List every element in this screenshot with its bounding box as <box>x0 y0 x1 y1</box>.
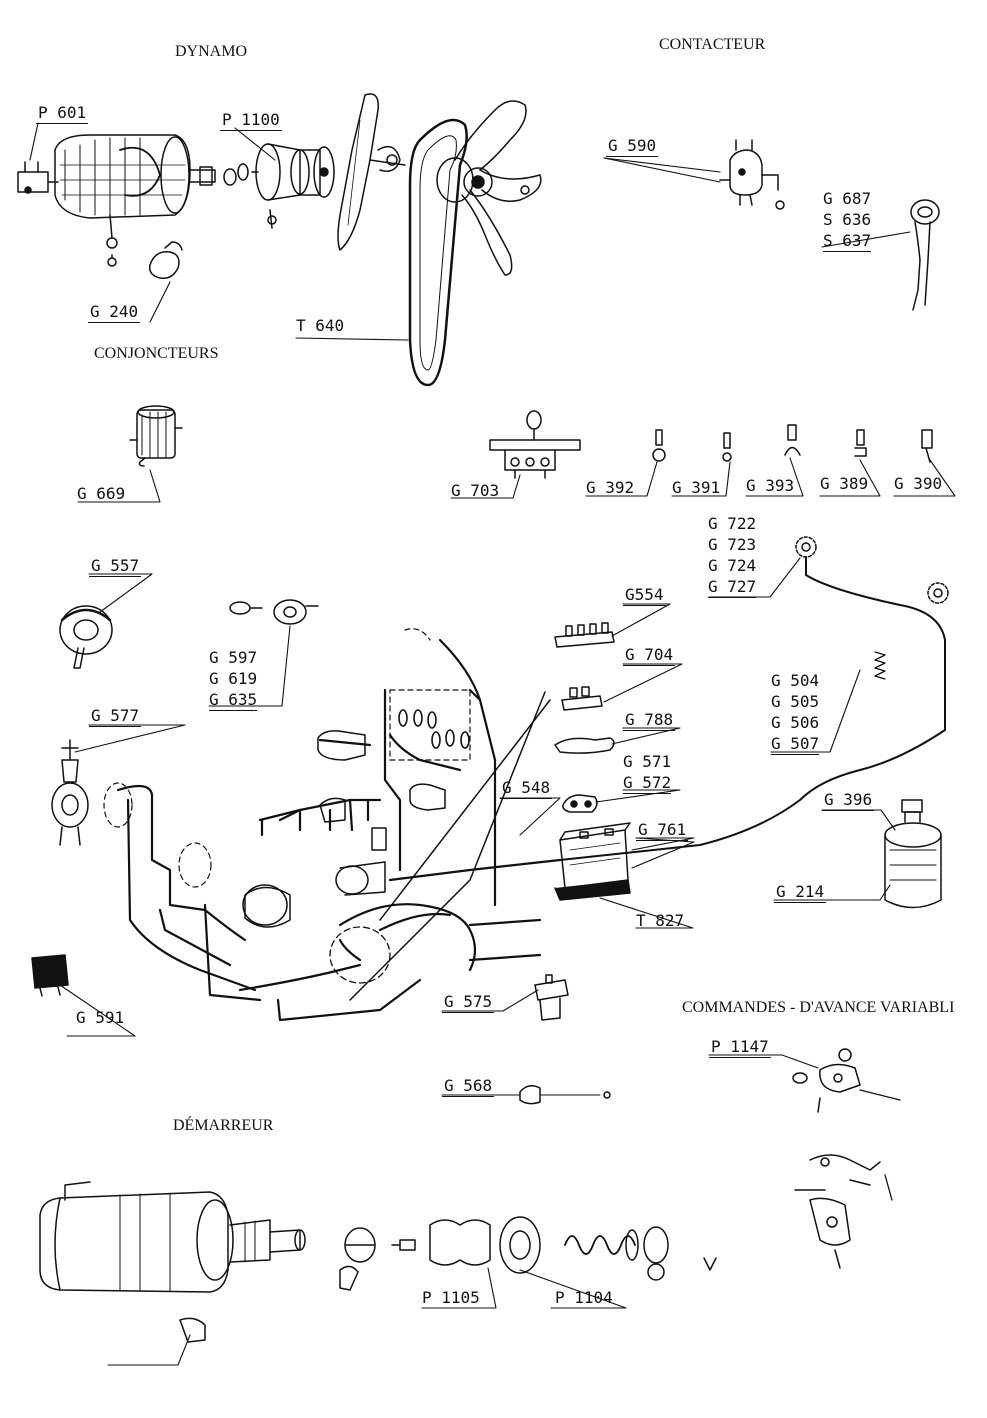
commandes-parts-drawing <box>792 1048 901 1269</box>
label-group-lamps: G 722 G 723 G 724 G 727 <box>708 513 757 598</box>
label-group-lamp-socket: G 597 G 619 G 635 <box>209 647 258 711</box>
label-p1147: P 1147 <box>709 1037 771 1058</box>
title-demarreur: DÉMARREUR <box>173 1117 274 1134</box>
label-g390: G 390 <box>894 474 943 493</box>
lamp-g568-drawing <box>519 1085 611 1105</box>
fuse-holder-g577-drawing <box>51 739 89 846</box>
label-g722: G 722 <box>708 514 757 533</box>
harness-dashed-outlines <box>103 628 471 888</box>
title-conjoncteurs: CONJONCTEURS <box>94 345 219 362</box>
label-g704: G 704 <box>623 645 676 666</box>
starter-drawing <box>39 1181 717 1343</box>
instrument-panel-drawing <box>398 709 470 749</box>
label-s636: S 636 <box>823 210 872 229</box>
lamp-socket-drawing <box>229 599 319 625</box>
title-commandes-avance-variable: COMMANDES - D'AVANCE VARIABLI <box>682 999 955 1016</box>
label-g635: G 635 <box>209 690 258 711</box>
label-g669: G 669 <box>77 484 126 503</box>
label-g214: G 214 <box>774 882 827 903</box>
label-g591: G 591 <box>76 1008 125 1027</box>
title-dynamo: DYNAMO <box>175 43 247 60</box>
label-g572: G 572 <box>623 773 672 794</box>
label-g554: G554 <box>623 585 666 606</box>
spring-g504-drawing <box>874 651 886 680</box>
label-p1105: P 1105 <box>422 1288 480 1307</box>
label-p601: P 601 <box>36 103 89 124</box>
fuse-blocks-drawing <box>554 622 615 813</box>
label-g507: G 507 <box>771 734 820 755</box>
terminal-block-drawing <box>489 410 933 479</box>
dynamo-drawing <box>17 134 335 280</box>
label-g240: G 240 <box>88 302 141 323</box>
switch-g575-drawing <box>534 974 569 1021</box>
fan-belt-drawing <box>337 93 542 387</box>
label-g687: G 687 <box>823 189 872 208</box>
label-group-g571: G 571 G 572 <box>623 751 672 794</box>
label-g506: G 506 <box>771 713 820 732</box>
label-group-key-switch: G 687 S 636 S 637 <box>823 188 872 252</box>
label-g727: G 727 <box>708 577 757 598</box>
contacteur-drawing <box>719 139 940 311</box>
coil-drawing <box>884 799 942 909</box>
label-g724: G 724 <box>708 556 757 575</box>
label-group-springs: G 504 G 505 G 506 G 507 <box>771 670 820 755</box>
label-g391: G 391 <box>672 478 721 497</box>
label-g597: G 597 <box>209 648 258 667</box>
label-g788: G 788 <box>623 710 676 731</box>
label-p1104: P 1104 <box>555 1288 613 1307</box>
label-t827: T 827 <box>636 911 685 930</box>
label-g389: G 389 <box>820 474 869 493</box>
label-s637: S 637 <box>823 231 872 252</box>
label-g571: G 571 <box>623 752 672 771</box>
label-g703: G 703 <box>451 481 500 500</box>
label-g505: G 505 <box>771 692 820 711</box>
label-g393: G 393 <box>746 476 795 495</box>
label-g577: G 577 <box>89 706 142 727</box>
label-g723: G 723 <box>708 535 757 554</box>
label-g575: G 575 <box>442 992 495 1013</box>
conjoncteur-drawing <box>129 405 183 467</box>
battery-drawing <box>554 822 631 901</box>
label-p1100: P 1100 <box>220 110 282 131</box>
label-g548: G 548 <box>500 778 553 799</box>
label-g557: G 557 <box>89 556 142 577</box>
label-g619: G 619 <box>209 669 258 688</box>
title-contacteur: CONTACTEUR <box>659 36 766 53</box>
label-g392: G 392 <box>586 478 635 497</box>
lamp-drawing <box>559 536 949 861</box>
label-g761: G 761 <box>636 820 689 841</box>
label-g590: G 590 <box>606 136 659 157</box>
harness-components-drawing <box>242 730 446 928</box>
wiring-harness-drawing <box>116 638 562 1022</box>
label-g504: G 504 <box>771 671 820 690</box>
label-t640: T 640 <box>296 316 345 335</box>
label-g396: G 396 <box>822 790 875 811</box>
relay-g591-drawing <box>31 954 69 997</box>
switch-g557-drawing <box>59 605 113 669</box>
label-g568: G 568 <box>442 1076 495 1097</box>
